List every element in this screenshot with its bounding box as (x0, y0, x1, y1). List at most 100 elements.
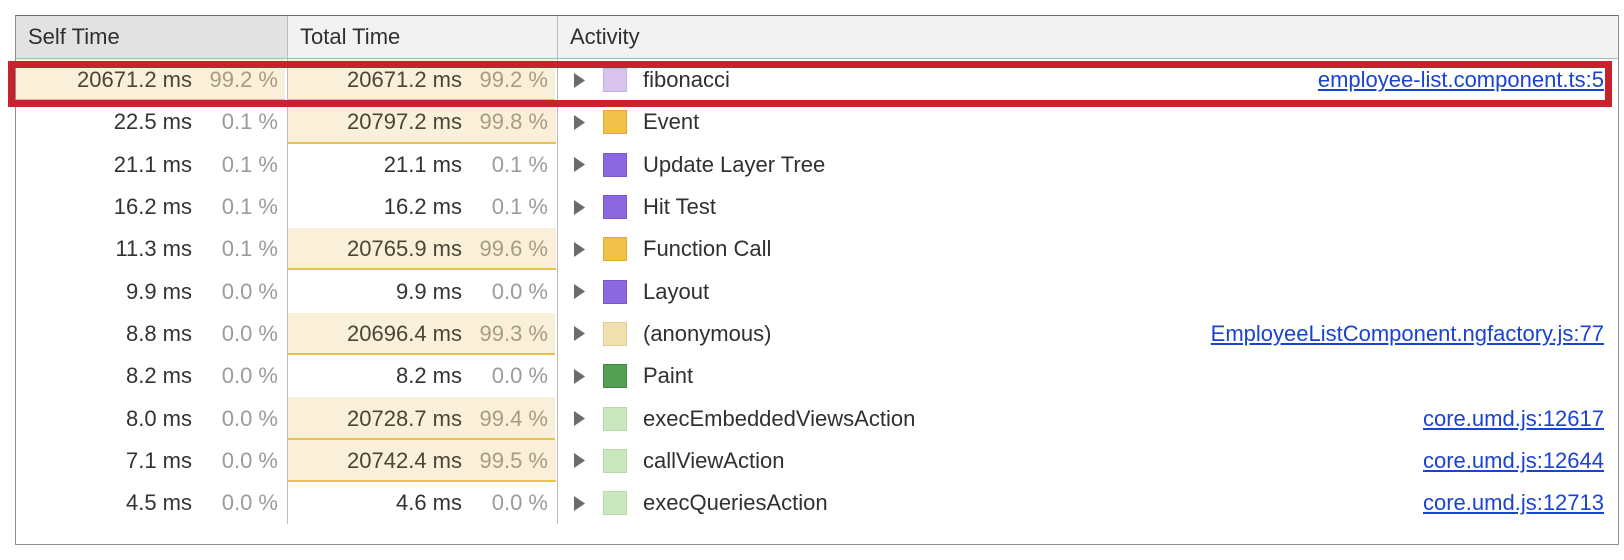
activity-name: execQueriesAction (643, 490, 828, 516)
self-time-value: 8.0 ms (125, 405, 192, 431)
total-time-value: 20797.2 ms (347, 109, 462, 135)
activity-name: execEmbeddedViewsAction (643, 405, 916, 431)
self-time-percent: 0.1 % (221, 194, 278, 220)
activity-name: Update Layer Tree (643, 151, 826, 177)
source-location-link[interactable]: employee-list.component.ts:5 (1317, 67, 1604, 93)
source-location-link[interactable]: core.umd.js:12644 (1423, 447, 1604, 473)
total-time-value: 20765.9 ms (347, 236, 462, 262)
cell-activity: Layout (558, 270, 1618, 312)
activity-name: callViewAction (643, 447, 785, 473)
cell-activity: execQueriesAction core.umd.js:12713 (558, 482, 1618, 524)
cell-activity: callViewAction core.umd.js:12644 (558, 440, 1618, 482)
total-time-percent: 99.4 % (479, 405, 549, 431)
cell-activity: Event (558, 101, 1618, 143)
triangle-right-icon[interactable] (568, 397, 590, 439)
triangle-right-icon[interactable] (568, 270, 590, 312)
total-time-bar-fill (288, 439, 556, 482)
activity-name: Event (643, 109, 700, 135)
cell-total-time: 4.6 ms 0.0 % (288, 481, 558, 525)
activity-name: Function Call (643, 236, 772, 262)
self-time-percent: 0.0 % (221, 278, 278, 304)
activity-name: Layout (643, 278, 710, 304)
column-header-self-time[interactable]: Self Time (16, 16, 288, 58)
total-time-value: 4.6 ms (395, 490, 462, 516)
triangle-right-icon[interactable] (568, 101, 590, 143)
activity-color-swatch (603, 448, 627, 473)
triangle-right-icon[interactable] (568, 313, 590, 355)
column-header-activity[interactable]: Activity (558, 16, 1618, 58)
self-time-percent: 0.1 % (221, 109, 278, 135)
self-time-value: 11.3 ms (115, 236, 192, 262)
triangle-right-icon[interactable] (568, 355, 590, 397)
total-time-percent: 0.0 % (491, 490, 548, 516)
table-header-row: Self Time Total Time Activity (16, 16, 1618, 59)
self-time-percent: 0.1 % (221, 151, 278, 177)
triangle-right-icon[interactable] (568, 440, 590, 482)
total-time-value: 21.1 ms (383, 151, 462, 177)
call-tree-table: Self Time Total Time Activity 20671.2 ms… (15, 15, 1619, 545)
source-location-link[interactable]: EmployeeListComponent.ngfactory.js:77 (1210, 320, 1604, 346)
total-time-percent: 0.1 % (491, 194, 548, 220)
cell-activity: Update Layer Tree (558, 144, 1618, 186)
cell-activity: Function Call (558, 228, 1618, 270)
total-time-percent: 0.0 % (491, 278, 548, 304)
total-time-percent: 99.6 % (479, 236, 549, 262)
triangle-right-icon[interactable] (568, 186, 590, 228)
total-time-percent: 99.5 % (479, 447, 549, 473)
total-time-bar-fill (288, 312, 556, 356)
triangle-right-icon[interactable] (568, 144, 590, 186)
self-time-value: 8.8 ms (125, 320, 192, 346)
triangle-right-icon[interactable] (568, 482, 590, 524)
activity-color-swatch (603, 68, 627, 93)
activity-name: Paint (643, 363, 694, 389)
total-time-percent: 0.0 % (491, 363, 548, 389)
cell-activity: (anonymous)EmployeeListComponent.ngfacto… (558, 313, 1618, 355)
cell-activity: Hit Test (558, 186, 1618, 228)
source-location-link[interactable]: core.umd.js:12617 (1423, 405, 1604, 431)
cell-activity: fibonacci employee-list.component.ts:5 (558, 59, 1618, 101)
source-location-link[interactable]: core.umd.js:12713 (1423, 490, 1604, 516)
cell-activity: execEmbeddedViewsAction core.umd.js:12617 (558, 397, 1618, 439)
self-time-value: 21.1 ms (113, 151, 192, 177)
self-time-percent: 0.0 % (221, 363, 278, 389)
self-time-value: 4.5 ms (125, 490, 192, 516)
column-header-total-time[interactable]: Total Time (288, 16, 558, 58)
activity-color-swatch (603, 406, 627, 431)
triangle-right-icon[interactable] (568, 59, 590, 101)
activity-name: fibonacci (643, 67, 730, 93)
total-time-bar-fill (288, 228, 556, 271)
total-time-percent: 99.2 % (479, 67, 549, 93)
activity-color-swatch (603, 152, 627, 177)
triangle-right-icon[interactable] (568, 228, 590, 270)
